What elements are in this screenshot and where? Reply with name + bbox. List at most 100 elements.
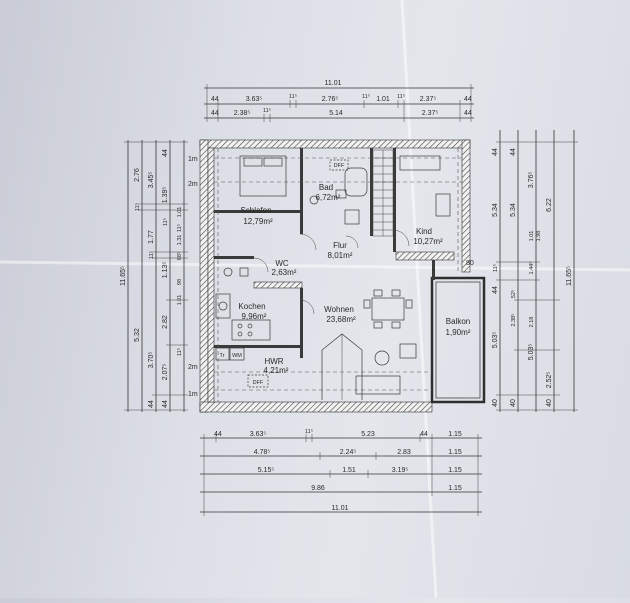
left-dim: 11⁵: [162, 218, 169, 226]
top-dim: 11⁵: [397, 93, 405, 100]
top-dim: 3.63⁵: [246, 96, 263, 103]
right-dim: 5.03⁵: [528, 344, 535, 361]
top-dim: 11⁵: [362, 93, 370, 100]
bottom-dim: 4.78⁵: [254, 449, 271, 456]
height-label: 2m: [188, 181, 198, 188]
room-area-kochen: 9,96m²: [242, 312, 267, 321]
bottom-dim: 5.15⁵: [258, 467, 275, 474]
left-dim: 44: [148, 400, 155, 408]
right-dim: 11⁵: [492, 264, 499, 272]
left-dim: 2.82: [162, 315, 169, 329]
top-dim: 44: [211, 110, 219, 117]
left-dim: 1.01: [177, 207, 183, 218]
bottom-dim: 44: [420, 431, 428, 438]
bottom-dim: 2.83: [397, 449, 411, 456]
building-walls: [199, 139, 486, 413]
room-name-wohnen: Wohnen: [324, 305, 354, 314]
room-area-wohnen: 23,68m²: [326, 315, 356, 324]
right-dim: 5.34: [492, 203, 499, 217]
room-name-bad: Bad: [319, 183, 333, 192]
bottom-dim: 3.19⁵: [392, 467, 409, 474]
room-area-bad: 6,72m²: [316, 193, 341, 202]
room-name-hwr: HWR: [264, 357, 283, 366]
right-dim: 2.38⁵: [510, 314, 517, 327]
left-dim: 11⁵: [176, 224, 183, 232]
dryer-label: Tr: [220, 353, 225, 359]
right-dim: 2.52⁵: [546, 372, 553, 389]
top-dim-total: 11.01: [325, 80, 342, 87]
height-label: 1m: [188, 156, 198, 163]
height-label: 2m: [188, 364, 198, 371]
left-dim: 11⁵: [148, 251, 155, 259]
room-labels: Schlafen 12,79m² Bad 6,72m² Kind 10,27m²…: [238, 183, 470, 375]
right-dim: 6.22: [546, 198, 553, 212]
left-dim: 1.39⁵: [162, 187, 169, 204]
left-dim: 2.76: [134, 168, 141, 182]
washer-label: WM: [232, 353, 242, 359]
top-dim: 2.37⁵: [420, 96, 437, 103]
left-dim: 3.70⁵: [148, 352, 155, 369]
top-dim: 11⁵: [263, 107, 271, 114]
right-dim: 1.44⁵: [528, 262, 535, 275]
bottom-dim: 44: [214, 431, 222, 438]
right-dim: 44: [510, 148, 517, 156]
left-dim: 44: [162, 400, 169, 408]
height-label: 80: [466, 260, 474, 267]
right-dim: 5.03⁵: [492, 332, 499, 349]
left-dim: 1.01: [177, 295, 183, 306]
room-name-balkon: Balkon: [446, 317, 470, 326]
room-area-balkon: 1,90m²: [446, 328, 471, 337]
bottom-dim: 1.15: [448, 467, 462, 474]
left-dim: 3.45⁵: [148, 172, 155, 189]
room-area-schlafen: 12,79m²: [243, 217, 273, 226]
right-dim: 2.18: [529, 317, 535, 328]
bottom-dim: 1.15: [448, 431, 462, 438]
top-dim: 2.76⁵: [322, 96, 339, 103]
room-name-flur: Flur: [333, 241, 347, 250]
right-dim: 40: [546, 399, 553, 407]
height-label: 1m: [188, 391, 198, 398]
bottom-dim: 3.63⁵: [250, 431, 267, 438]
top-dim: 1.01: [376, 96, 390, 103]
room-area-kind: 10,27m²: [413, 237, 443, 246]
right-dim: 44: [492, 286, 499, 294]
right-dim: 5.34: [510, 203, 517, 217]
top-dimension-lines: 11.01 44 3.63⁵ 11⁵ 2.76⁵ 11⁵ 1.01 11⁵ 2.…: [204, 80, 474, 122]
top-dim: 44: [464, 96, 472, 103]
room-name-wc: WC: [275, 259, 289, 268]
right-dim: 44: [492, 148, 499, 156]
left-dim-total: 11.65⁵: [120, 266, 127, 286]
left-dimension-lines: 11.65⁵ 2.76 11⁵ 5.32 3.45⁵ 1.77 11⁵ 3.70…: [120, 140, 188, 412]
top-dim: 44: [464, 110, 472, 117]
top-dim: 2.37⁵: [422, 110, 439, 117]
right-dim: 40: [492, 399, 499, 407]
room-name-schlafen: Schlafen: [240, 206, 271, 215]
top-dim: 11⁵: [289, 93, 297, 100]
room-name-kind: Kind: [416, 227, 432, 236]
left-dim: 1.31: [177, 235, 183, 246]
bottom-dim: 9.86: [311, 485, 325, 492]
paper-crease: [400, 0, 438, 599]
left-dim: 1.77: [148, 230, 155, 244]
left-dim: 11⁵: [176, 348, 183, 356]
room-area-hwr: 4,21m²: [264, 366, 289, 375]
left-dim: 44: [162, 149, 169, 157]
left-dim: 1.13⁵: [162, 262, 169, 279]
bottom-dimension-lines: 44 3.63⁵ 11⁵ 5.23 44 1.15 4.78⁵ 2.24⁵ 2.…: [200, 428, 482, 516]
skylight-label: DFF: [253, 380, 264, 386]
right-dim: 1.01: [529, 231, 535, 242]
bottom-dim-total: 11.01: [332, 505, 349, 512]
bottom-dim: 5.23: [361, 431, 375, 438]
left-dim: 98: [177, 279, 183, 285]
bottom-dim: 1.51: [342, 467, 356, 474]
room-area-flur: 8,01m²: [328, 251, 353, 260]
top-dim: 2.38⁵: [234, 110, 251, 117]
bottom-dim: 2.24⁵: [340, 449, 357, 456]
left-dim: 11⁵: [134, 203, 141, 211]
height-markers: 1m 2m 2m 1m 80: [188, 156, 474, 398]
skylight-label: DFF: [334, 163, 345, 169]
right-dim: 52⁵: [510, 290, 517, 298]
bottom-dim: 1.15: [448, 485, 462, 492]
